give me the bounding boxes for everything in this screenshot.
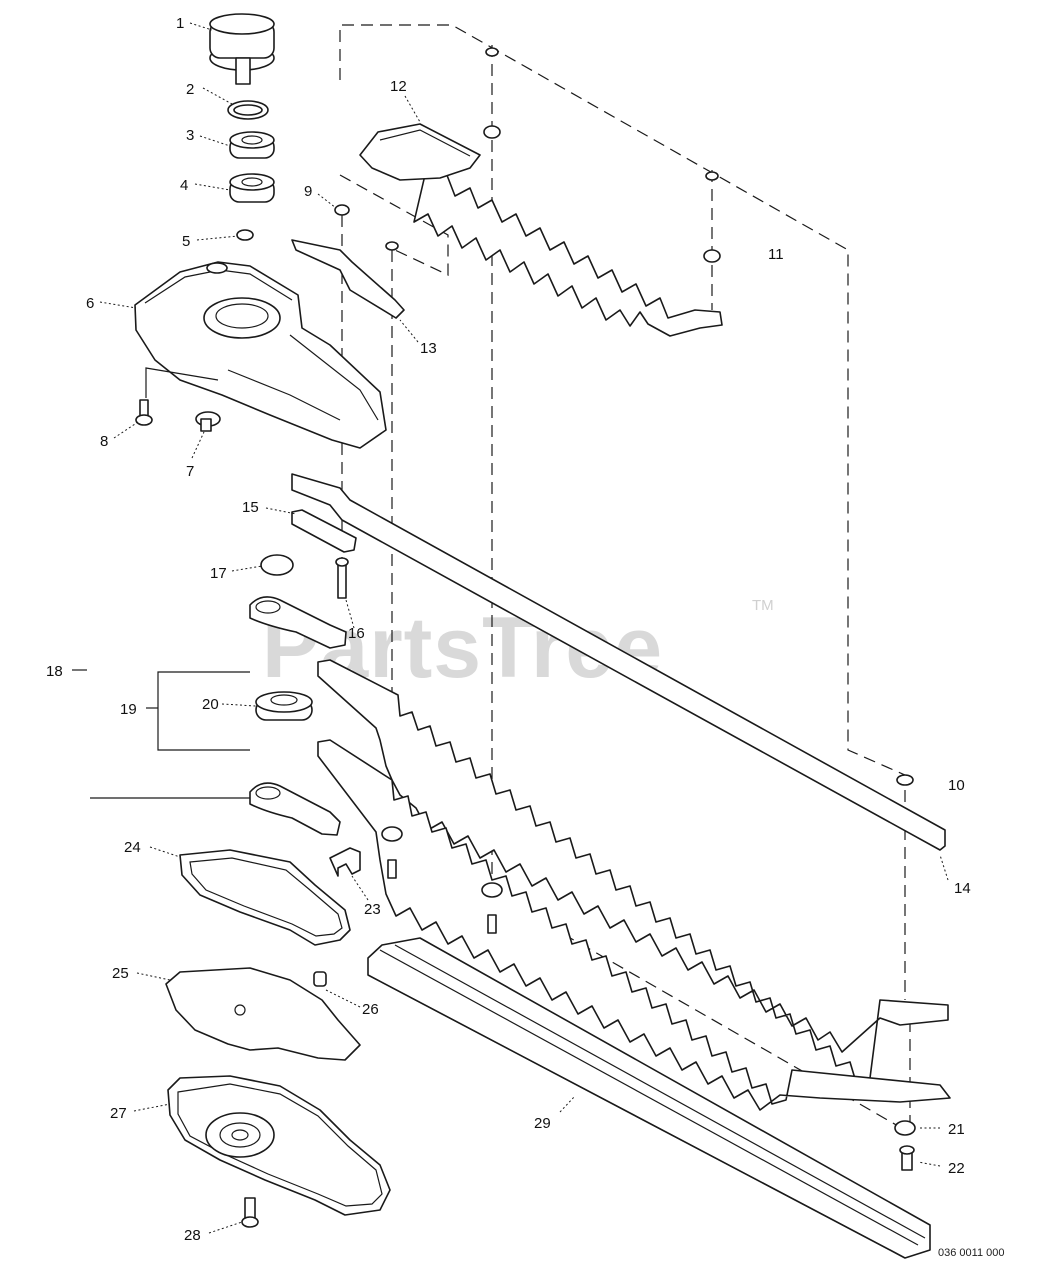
label-26: 26 xyxy=(362,1001,379,1018)
bracket-19 xyxy=(157,671,250,751)
part-9-washer xyxy=(334,204,350,216)
part-27-cover xyxy=(167,1075,391,1216)
label-11: 11 xyxy=(768,246,784,263)
part-15-plate xyxy=(291,509,357,553)
label-20: 20 xyxy=(202,696,219,713)
part-7-screw xyxy=(195,411,221,432)
part-labels: 1 2 3 4 5 6 7 8 9 10 11 12 13 14 15 16 1… xyxy=(46,15,971,1244)
label-5: 5 xyxy=(182,233,190,250)
part-18-rod-upper xyxy=(249,596,347,649)
drawing-code: 036 0011 000 xyxy=(938,1247,1004,1259)
label-27: 27 xyxy=(110,1105,127,1122)
part-22-bolt xyxy=(899,1145,915,1171)
label-19: 19 xyxy=(120,701,137,718)
part-6-gear-case xyxy=(134,261,387,449)
label-9: 9 xyxy=(304,183,312,200)
label-7: 7 xyxy=(186,463,194,480)
part-16-bolt xyxy=(335,557,349,599)
label-18: 18 xyxy=(46,663,63,680)
part-19-blade-lower xyxy=(317,739,951,1111)
label-12: 12 xyxy=(390,78,407,95)
label-6: 6 xyxy=(86,295,94,312)
part-8-bolt xyxy=(135,367,219,426)
part-26-pin xyxy=(313,971,327,987)
bolts-middle xyxy=(381,826,503,934)
part-29-blade-guard xyxy=(367,937,931,1259)
part-5-ring xyxy=(236,229,254,241)
part-12-blade-cover xyxy=(359,123,481,181)
label-3: 3 xyxy=(186,127,194,144)
label-23: 23 xyxy=(364,901,381,918)
label-28: 28 xyxy=(184,1227,201,1244)
part-3-bearing xyxy=(229,131,275,159)
part-14-bar xyxy=(291,473,946,851)
part-24-gasket xyxy=(179,849,351,946)
part-20-cam xyxy=(255,691,313,721)
part-11-upper-blade xyxy=(413,169,723,337)
part-21-spacer xyxy=(894,1120,916,1136)
part-28-screw xyxy=(241,1197,259,1228)
part-19-blade-upper xyxy=(317,659,949,1083)
label-25: 25 xyxy=(112,965,129,982)
part-23-clip xyxy=(329,847,361,877)
part-10-washer xyxy=(896,774,914,786)
label-17: 17 xyxy=(210,565,227,582)
label-8: 8 xyxy=(100,433,108,450)
label-1: 1 xyxy=(176,15,184,32)
part-2-circlip xyxy=(227,100,269,120)
label-2: 2 xyxy=(186,81,194,98)
washers-top xyxy=(385,47,721,263)
leader-lines xyxy=(72,22,949,1234)
label-16: 16 xyxy=(348,625,365,642)
part-17-disc xyxy=(260,554,294,576)
label-22: 22 xyxy=(948,1160,965,1177)
part-18-rod-lower xyxy=(249,782,341,836)
label-21: 21 xyxy=(948,1121,965,1138)
part-25-plate xyxy=(165,967,361,1061)
label-15: 15 xyxy=(242,499,259,516)
label-4: 4 xyxy=(180,177,188,194)
part-4-bearing xyxy=(229,173,275,203)
label-10: 10 xyxy=(948,777,965,794)
label-29: 29 xyxy=(534,1115,551,1132)
part-13-plate xyxy=(291,239,405,319)
label-14: 14 xyxy=(954,880,971,897)
label-13: 13 xyxy=(420,340,437,357)
watermark-tm: TM xyxy=(752,597,774,614)
part-1-knob xyxy=(209,13,275,85)
label-24: 24 xyxy=(124,839,141,856)
